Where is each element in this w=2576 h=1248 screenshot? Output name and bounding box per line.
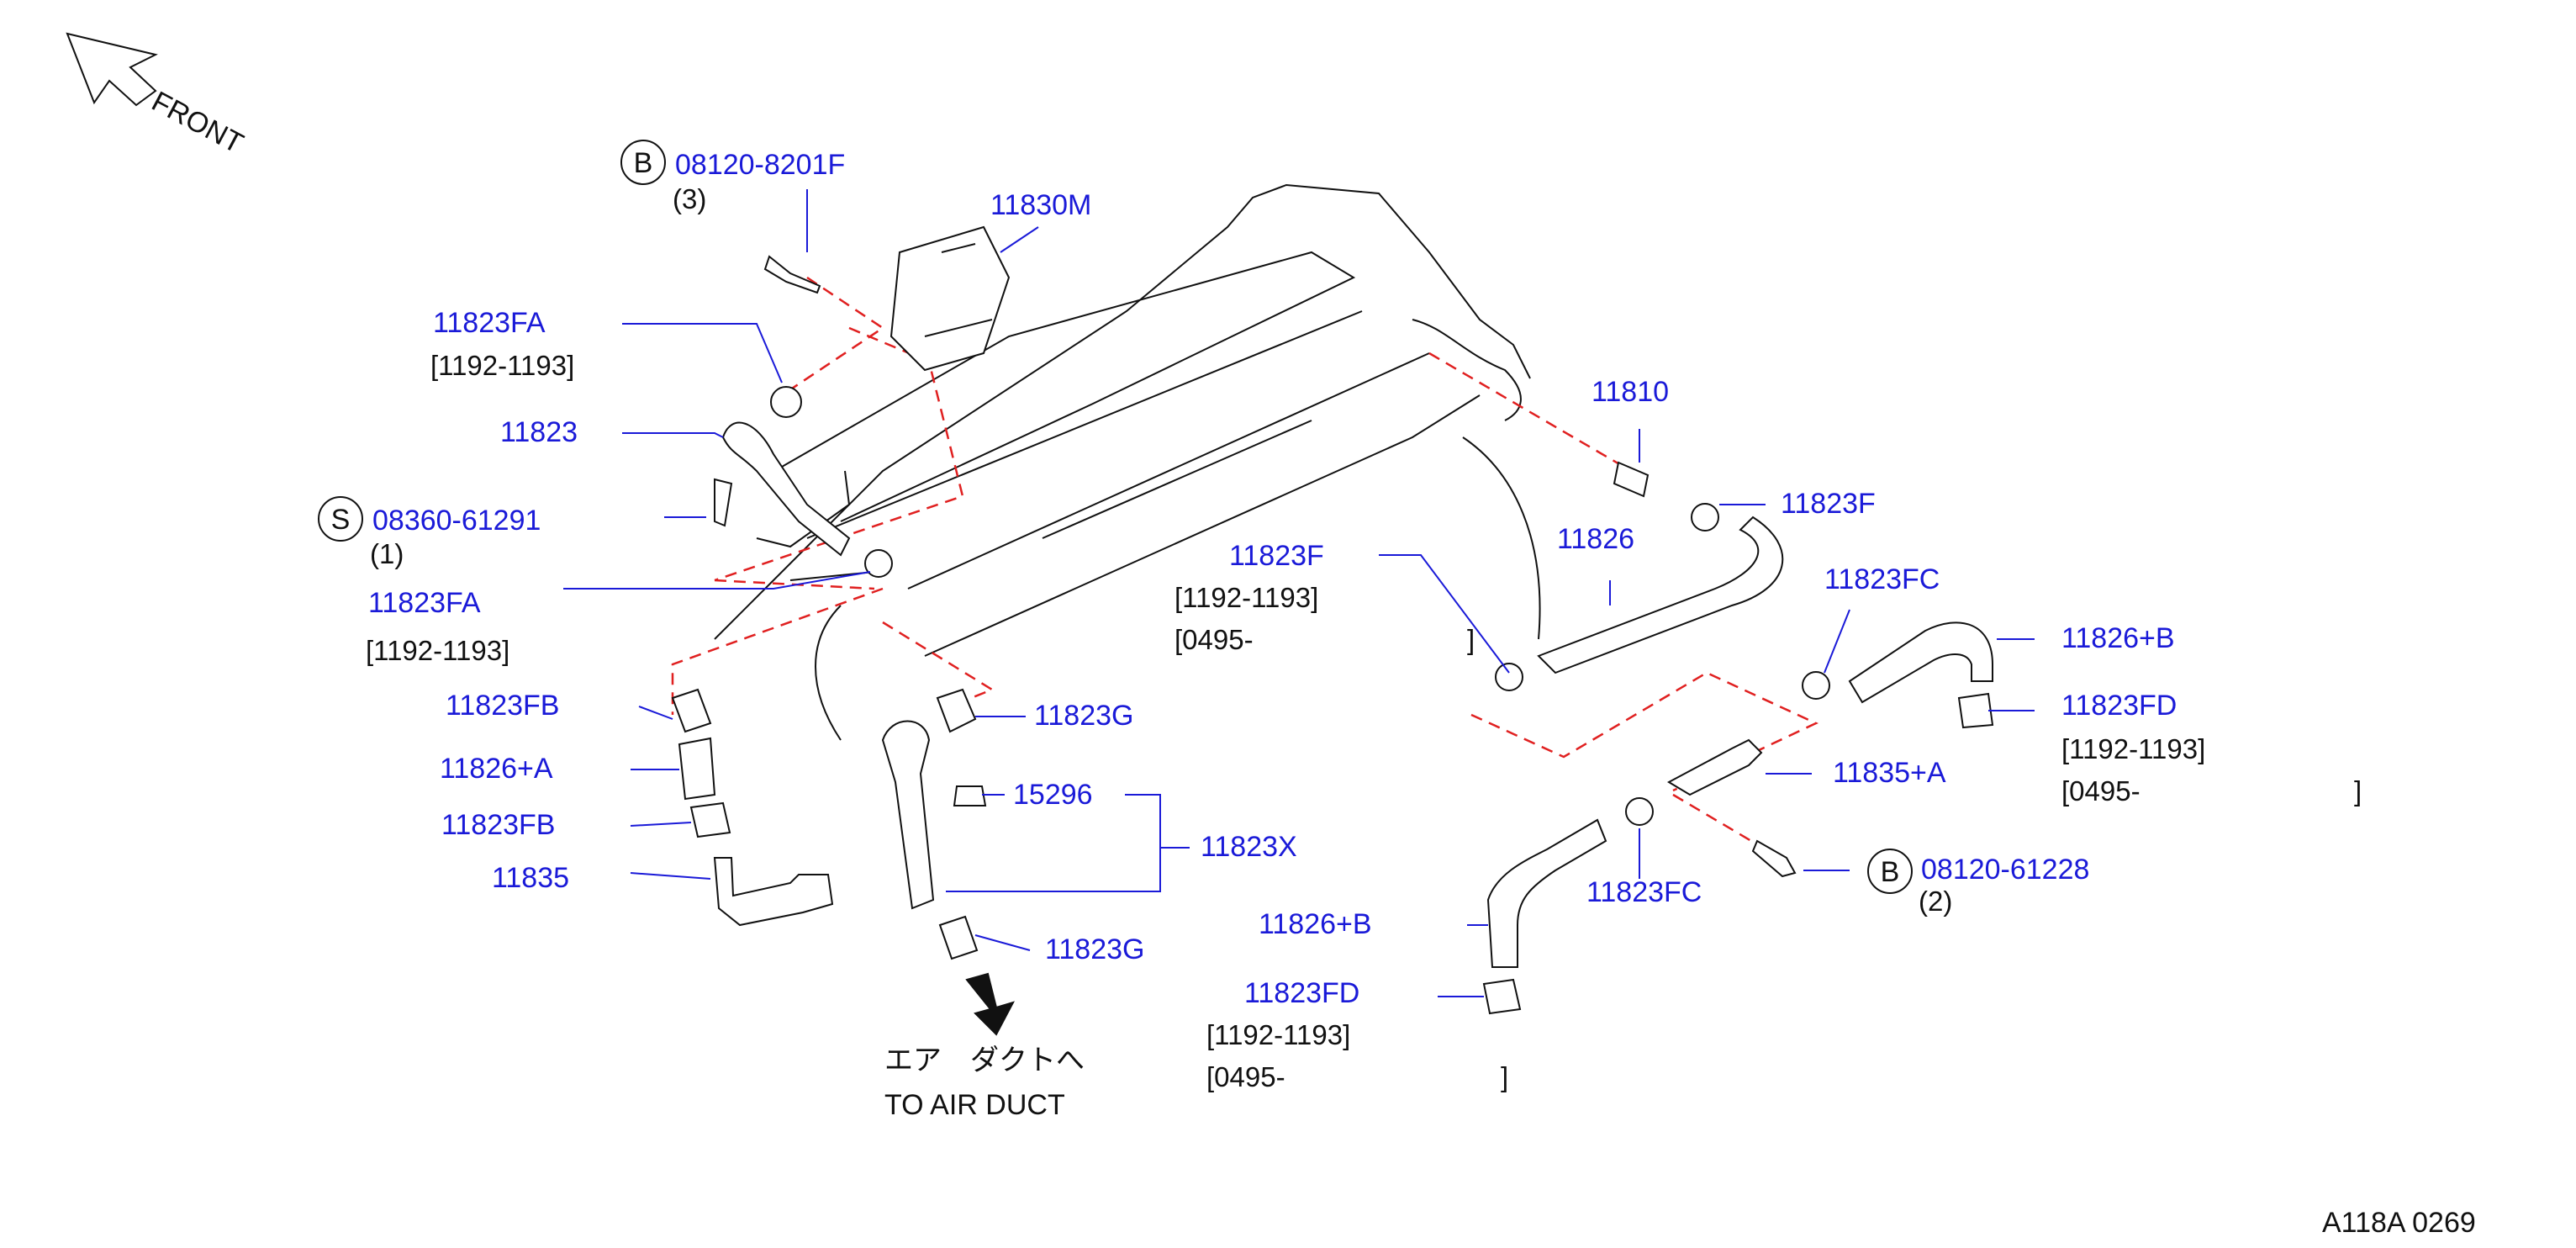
part-label-11823FA-top[interactable]: 11823FA (433, 307, 546, 339)
symbol-s: S (331, 504, 351, 536)
close-11823FD-bot: ] (1501, 1061, 1508, 1092)
bolt-08120-8201F (763, 255, 821, 294)
part-label-11823F-right[interactable]: 11823F (1781, 488, 1876, 520)
pipe-11835 (713, 857, 834, 927)
circled-symbols: B S B (318, 140, 1913, 894)
part-label-11835[interactable]: 11835 (492, 862, 569, 894)
part-label-11826B-top[interactable]: 11826+B (2061, 622, 2175, 654)
part-label-11823FB-bot[interactable]: 11823FB (441, 809, 555, 841)
close-11823FD-right: ] (2354, 775, 2362, 806)
symbol-b1: B (634, 147, 653, 179)
clamp-11823FA-top (770, 386, 802, 418)
hose-11823 (721, 421, 851, 557)
part-label-11823FD-right[interactable]: 11823FD (2061, 690, 2177, 722)
screw-08360-61291 (714, 478, 733, 527)
part-label-15296[interactable]: 15296 (1013, 779, 1093, 811)
part-labels: 08120-8201F (3) 11830M 11823FA [1192-119… (366, 149, 2476, 1239)
part-label-11823X[interactable]: 11823X (1201, 831, 1297, 863)
part-label-11823FC-bot[interactable]: 11823FC (1586, 876, 1702, 908)
from-11823FD-right: [0495- (2061, 775, 2141, 806)
clamp-11823F-left (1495, 663, 1523, 691)
hose-11826B-bot (1486, 818, 1607, 968)
destination-jp: エア ダクトへ (884, 1044, 1085, 1077)
cap-15296 (953, 785, 987, 806)
clamp-11823G-bot (938, 915, 979, 960)
part-label-11823F-left[interactable]: 11823F (1229, 540, 1324, 572)
part-sketches (671, 225, 1994, 1036)
symbol-b2-circle (1867, 849, 1913, 894)
part-label-11823FB-top[interactable]: 11823FB (446, 690, 559, 722)
clamp-11823F-right (1691, 503, 1719, 531)
range-11823FD-bot: [1192-1193] (1206, 1019, 1350, 1050)
part-label-11810[interactable]: 11810 (1592, 376, 1669, 408)
engine-outline (714, 183, 1541, 741)
clamp-11823FC-top (1802, 671, 1830, 700)
clamp-11823FC-bot (1625, 797, 1654, 826)
leader-lines (563, 189, 2035, 997)
hose-11826B-top (1848, 621, 1993, 704)
part-label-08120-61228[interactable]: 08120-61228 (1921, 854, 2089, 886)
clamp-11823FB-bot (689, 801, 731, 838)
qty-08120-61228: (2) (1919, 886, 1952, 917)
clamp-11823FD-right (1957, 692, 1994, 729)
hose-11823X (881, 720, 935, 910)
hose-11826A (678, 737, 716, 801)
clamp-11823FA-mid (864, 549, 893, 578)
symbol-b-circle (620, 140, 666, 185)
range-11823FA-top: [1192-1193] (430, 350, 574, 381)
part-label-11823FC-top[interactable]: 11823FC (1824, 563, 1940, 595)
symbol-s-circle (318, 496, 363, 542)
part-label-08120-8201F[interactable]: 08120-8201F (675, 149, 845, 181)
clamp-11823G-top (936, 688, 977, 733)
destination-en: TO AIR DUCT (884, 1089, 1065, 1121)
part-label-11830M[interactable]: 11830M (990, 189, 1091, 221)
part-label-11823[interactable]: 11823 (500, 416, 578, 448)
bracket-11830M (889, 225, 1011, 372)
range-11823FD-right: [1192-1193] (2061, 733, 2205, 764)
part-label-11823FA-mid[interactable]: 11823FA (368, 587, 481, 619)
symbol-b2: B (1881, 856, 1900, 888)
diagram-ref: A118A 0269 (2322, 1207, 2476, 1239)
air-duct-arrow (965, 972, 1015, 1036)
from-11823FD-bot: [0495- (1206, 1061, 1285, 1092)
part-label-11823FD-bot[interactable]: 11823FD (1244, 977, 1359, 1009)
pipe-11835A (1666, 738, 1763, 796)
from-11823F-left: [0495- (1175, 624, 1254, 655)
front-label: FRONT (146, 86, 248, 161)
part-label-11823G-top[interactable]: 11823G (1034, 700, 1133, 732)
part-label-11826A[interactable]: 11826+A (440, 753, 553, 785)
front-arrow: FRONT (66, 32, 248, 161)
part-label-11826B-bot[interactable]: 11826+B (1259, 908, 1372, 940)
clamp-11823FB-top (671, 688, 712, 733)
bolt-08120-61228 (1751, 839, 1797, 878)
valve-11810 (1613, 461, 1650, 498)
range-11823FA-mid: [1192-1193] (366, 635, 509, 666)
hose-11826 (1537, 516, 1784, 674)
part-label-11826[interactable]: 11826 (1557, 523, 1634, 555)
clamp-11823FD-bot (1482, 978, 1522, 1015)
qty-08120-8201F: (3) (673, 183, 706, 214)
part-label-11835A[interactable]: 11835+A (1833, 757, 1946, 789)
part-label-08360-61291[interactable]: 08360-61291 (372, 505, 541, 537)
close-11823F-left: ] (1467, 624, 1475, 655)
range-11823F-left: [1192-1193] (1175, 582, 1318, 613)
part-label-11823G-bot[interactable]: 11823G (1045, 933, 1144, 965)
qty-08360-61291: (1) (370, 538, 404, 569)
